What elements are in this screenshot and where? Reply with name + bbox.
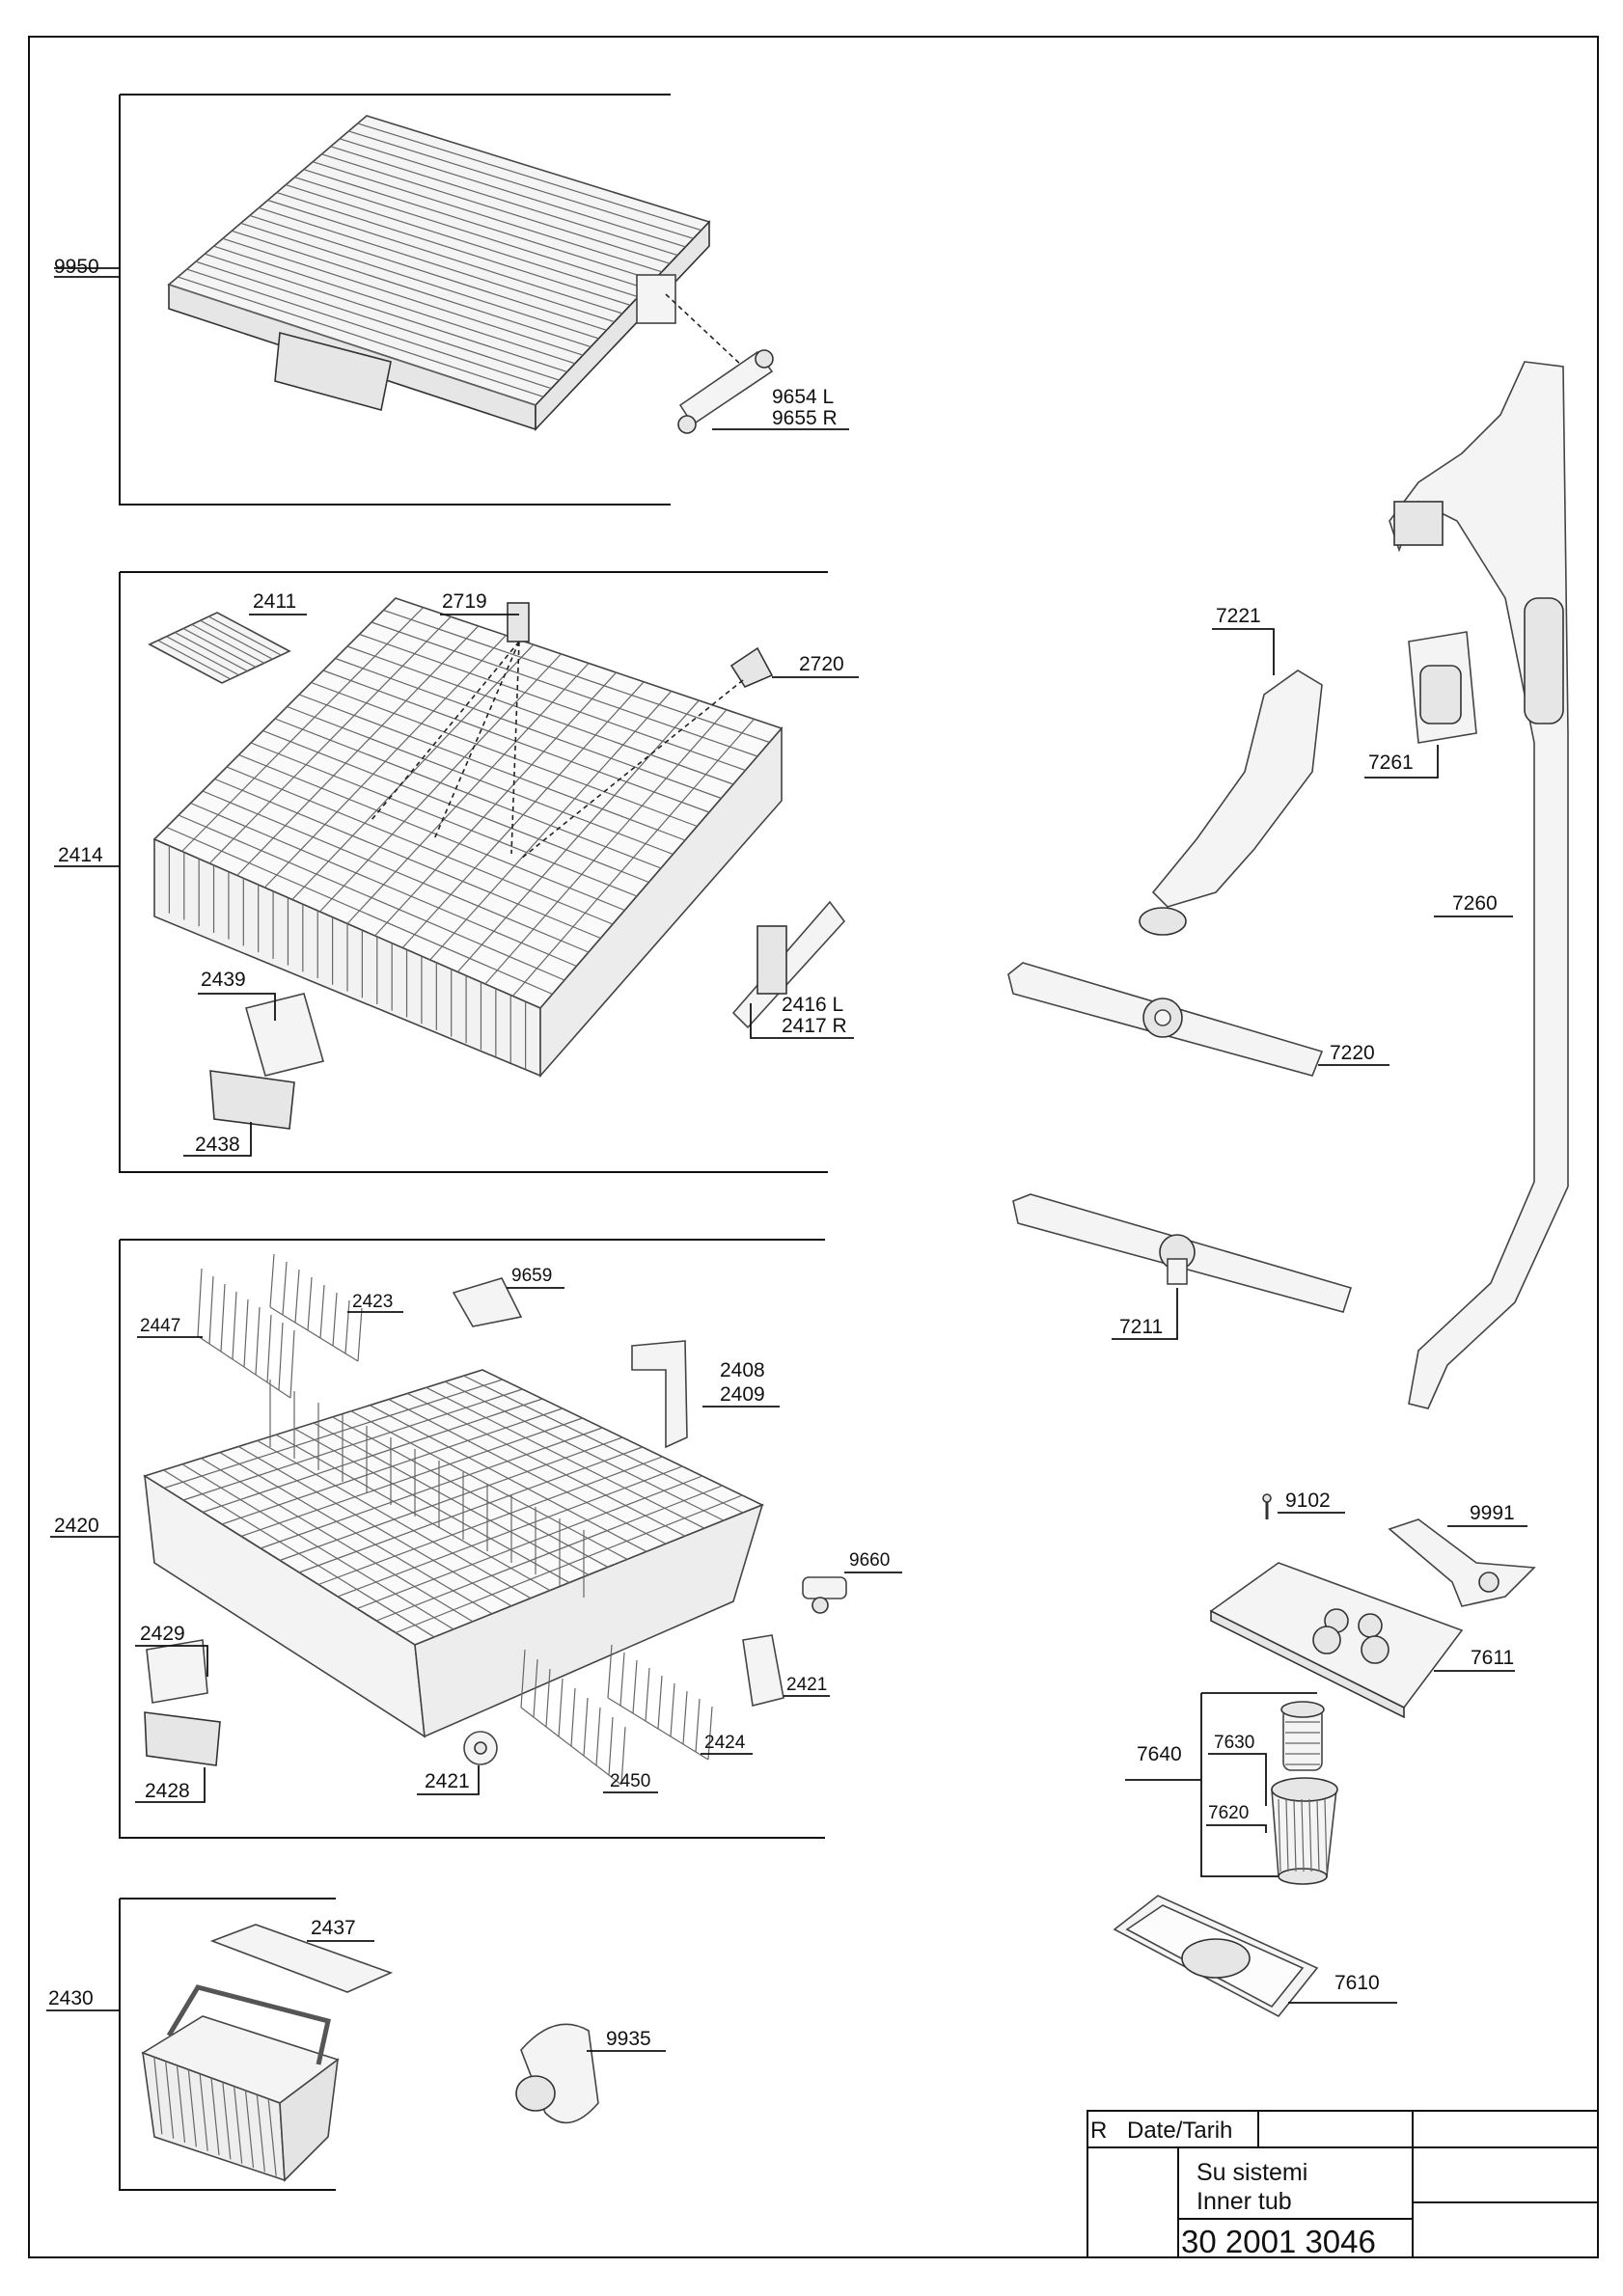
label-7630: 7630 <box>1214 1733 1254 1753</box>
label-9654: 9654 L <box>772 386 834 408</box>
label-2409: 2409 <box>720 1383 765 1406</box>
label-7221: 7221 <box>1216 605 1261 627</box>
label-2421-right: 2421 <box>786 1675 827 1695</box>
label-2408: 2408 <box>720 1359 765 1381</box>
spray-arm-7211 <box>1012 1193 1353 1313</box>
coarse-filter-7630 <box>1280 1701 1325 1771</box>
lower-basket-wire <box>143 1369 764 1738</box>
connector-7261 <box>1408 631 1477 744</box>
upper-basket-wire <box>152 597 784 1079</box>
label-9655: 9655 R <box>772 407 838 429</box>
rail-9654-9655 <box>677 349 774 434</box>
label-2437: 2437 <box>311 1917 356 1939</box>
label-7611: 7611 <box>1471 1647 1514 1669</box>
wheel-2421-center <box>463 1731 498 1765</box>
title-turkish: Su sistemi <box>1197 2159 1307 2186</box>
hinge-2408-2409 <box>631 1340 688 1449</box>
group-2430-cutlery-basket: 2430 2437 9935 <box>46 1898 666 2191</box>
tine-row-2450 <box>520 1649 626 1786</box>
label-9991: 9991 <box>1470 1502 1515 1524</box>
label-2429: 2429 <box>140 1623 185 1645</box>
holder-2429 <box>146 1639 208 1704</box>
label-7640: 7640 <box>1137 1743 1182 1765</box>
screw-9102 <box>1262 1493 1272 1519</box>
salt-cap-9935 <box>515 2023 599 2124</box>
cover-2438 <box>209 1070 295 1130</box>
title-english: Inner tub <box>1197 2188 1292 2215</box>
clip-2720 <box>729 646 774 689</box>
label-7260: 7260 <box>1452 892 1498 915</box>
group-9950-cutlery-tray: 9950 9654 L 9655 R <box>54 94 849 506</box>
rail-2416-2417 <box>731 900 846 1029</box>
tine-row-2423 <box>269 1253 363 1362</box>
label-2450: 2450 <box>610 1771 650 1791</box>
group-bracket-9950 <box>119 94 671 506</box>
label-7220: 7220 <box>1330 1042 1375 1064</box>
group-bracket-2414 <box>119 571 828 1173</box>
micro-filter-7610 <box>1113 1895 1319 2018</box>
label-9660: 9660 <box>849 1550 890 1571</box>
label-2423: 2423 <box>352 1292 393 1312</box>
sheet-border <box>28 36 1599 2258</box>
label-9950: 9950 <box>54 256 99 278</box>
cutlery-tray-illustration <box>167 115 711 432</box>
wheel-9660 <box>802 1576 847 1614</box>
label-2411: 2411 <box>253 590 296 613</box>
label-7610: 7610 <box>1334 1972 1380 1994</box>
bracket-9991 <box>1388 1518 1536 1607</box>
spray-arm-7220 <box>1007 962 1324 1077</box>
supply-pipe-7260 <box>1389 361 1569 1409</box>
clip-2719 <box>507 602 530 642</box>
label-2424: 2424 <box>704 1733 746 1753</box>
label-2421-center: 2421 <box>425 1770 470 1792</box>
cutlery-basket-body <box>141 1984 340 2182</box>
label-2428: 2428 <box>145 1780 190 1802</box>
revision-label: R <box>1090 2118 1107 2144</box>
label-9935: 9935 <box>606 2028 651 2050</box>
fine-filter-7620 <box>1271 1777 1338 1885</box>
tray-handle <box>274 331 392 411</box>
tine-row-2447 <box>197 1268 295 1399</box>
label-9659: 9659 <box>511 1266 552 1286</box>
sump-cover-7611 <box>1209 1562 1464 1719</box>
tray-roller-mount <box>636 274 676 324</box>
label-2439: 2439 <box>201 969 246 991</box>
label-2430: 2430 <box>48 1987 94 2009</box>
label-2719: 2719 <box>442 590 487 613</box>
label-7211: 7211 <box>1119 1316 1163 1338</box>
holder-2439 <box>245 993 324 1077</box>
group-2420-lower-basket: 2420 2447 2423 9659 2408 2409 <box>50 1239 902 1839</box>
label-7620: 7620 <box>1208 1803 1249 1823</box>
label-2416: 2416 L <box>782 994 843 1016</box>
label-2720: 2720 <box>799 653 844 675</box>
basket-2411-shelf <box>148 612 291 684</box>
wheel-2421-right <box>742 1634 784 1707</box>
date-label: Date/Tarih <box>1127 2118 1232 2144</box>
label-2438: 2438 <box>195 1134 240 1156</box>
document-number: 30 2001 3046 <box>1181 2224 1376 2259</box>
water-system-parts: 7221 7261 7260 7220 721 <box>1007 361 1569 2018</box>
group-2414-upper-basket: 2414 2411 2719 2720 <box>54 571 859 1173</box>
label-2447: 2447 <box>140 1316 180 1336</box>
label-2414: 2414 <box>58 844 103 866</box>
bracket-9659 <box>452 1277 523 1327</box>
tine-row-2424 <box>607 1644 713 1761</box>
title-block: R Date/Tarih Su sistemi Inner tub 30 200… <box>1087 2110 1599 2259</box>
group-bracket-2430 <box>119 1898 336 2191</box>
feed-pipe-7221 <box>1139 670 1323 936</box>
label-2420: 2420 <box>54 1515 99 1537</box>
group-bracket-2420 <box>119 1239 825 1839</box>
label-7261: 7261 <box>1368 752 1414 774</box>
label-2417: 2417 R <box>782 1015 847 1037</box>
basket-lid-2437 <box>209 1924 394 1993</box>
cover-2428 <box>144 1711 221 1766</box>
label-9102: 9102 <box>1285 1490 1331 1512</box>
